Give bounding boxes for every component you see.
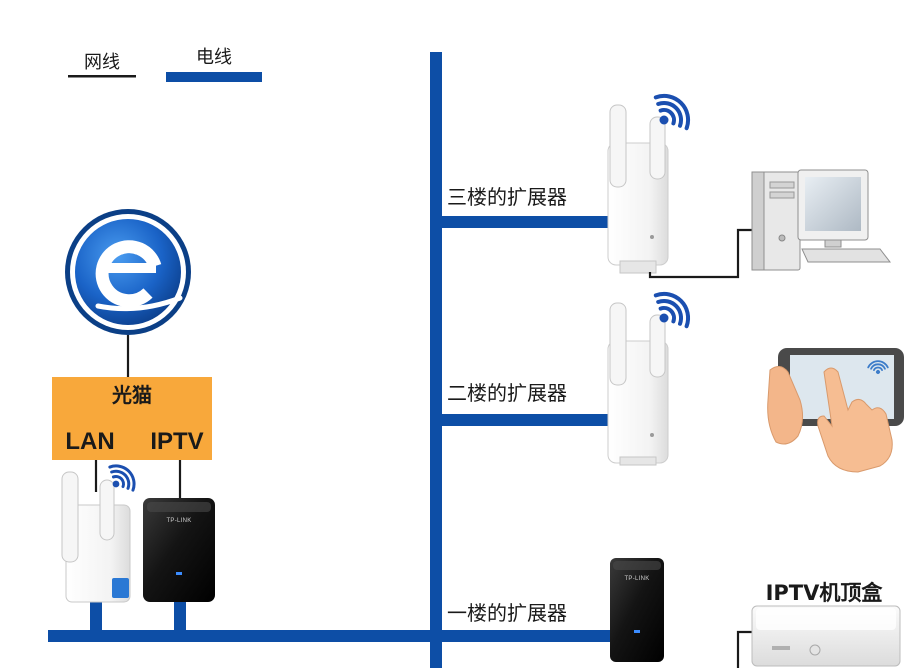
powerline-adapter-body: [143, 498, 215, 602]
extender-antenna-right: [649, 314, 666, 378]
computer-keyboard: [801, 248, 892, 263]
tablet-icon: [767, 348, 904, 473]
computer-power-button: [778, 234, 786, 242]
legend-power-line-bar: [166, 72, 262, 82]
set-top-box-logo: [772, 646, 790, 650]
set-top-box-top: [756, 608, 896, 630]
third-floor-to-computer-cable: [648, 228, 753, 279]
computer-drive-bay: [769, 181, 795, 189]
wifi-icon-arc-small: [111, 475, 125, 489]
extender-indicator: [650, 433, 654, 437]
main-extender-antenna-left: [61, 471, 79, 563]
internet-icon-letter-arc: [95, 240, 162, 308]
wifi-icon-arc-medium: [110, 469, 131, 490]
legend-network-cable-label: 网线: [84, 52, 120, 73]
internet-icon-orbit: [95, 295, 183, 312]
power-line-branch-second-floor: [436, 414, 610, 426]
second-floor-extender-icon: [607, 302, 669, 466]
power-lines: [48, 52, 614, 668]
optical-modem-title: 光猫: [111, 383, 152, 407]
optical-modem-box: [52, 377, 212, 460]
extender-plug: [619, 260, 657, 274]
wifi-icon-dot: [112, 480, 120, 488]
power-line-drop-extender: [90, 600, 102, 636]
wifi-icon-arc-large: [867, 360, 889, 369]
third-floor-extender-icon: [607, 104, 669, 274]
extender-antenna-left: [609, 104, 627, 188]
desktop-computer-icon: [751, 169, 892, 271]
powerline-adapter-brand: TP-LINK: [166, 518, 191, 524]
third-floor-extender-label: 三楼的扩展器: [447, 185, 567, 209]
first-floor-adapter-icon: TP-LINK: [610, 558, 664, 662]
wifi-icon-arc-medium: [870, 363, 886, 370]
legend-power-line-label: 电线: [196, 47, 232, 68]
wifi-icon-arc-large: [653, 93, 691, 131]
modem-iptv-port-label: IPTV: [150, 428, 203, 455]
set-top-box-icon: [751, 605, 901, 667]
wifi-icon-arc-small: [873, 366, 883, 371]
computer-monitor-screen: [805, 177, 861, 231]
first-floor-extender-label: 一楼的扩展器: [447, 601, 567, 625]
powerline-adapter-icon: TP-LINK: [143, 498, 215, 602]
set-top-box-label: IPTV机顶盒: [766, 581, 884, 605]
powerline-adapter-highlight: [147, 502, 211, 512]
power-line-drop-adapter: [174, 600, 186, 636]
wifi-icon-arc-small: [658, 306, 676, 324]
wifi-icon: [108, 464, 136, 492]
wifi-icon: [867, 360, 889, 375]
main-extender-antenna-right: [99, 479, 115, 541]
wifi-icon-dot: [875, 369, 881, 375]
internet-icon: [65, 209, 191, 335]
first-floor-adapter-led: [634, 630, 640, 633]
right-hand: [817, 367, 893, 473]
wifi-icon: [653, 291, 691, 329]
first-floor-to-stb-cable: [736, 630, 753, 668]
power-line-ground-floor: [48, 630, 614, 642]
power-line-trunk: [430, 52, 442, 668]
powerline-adapter-led: [176, 572, 182, 575]
second-floor-extender-label: 二楼的扩展器: [447, 381, 567, 405]
legend: 网线 电线: [68, 47, 262, 82]
wifi-icon-dot: [659, 313, 669, 323]
wifi-icon-arc-small: [658, 108, 676, 126]
main-extender-icon: [61, 471, 131, 603]
computer-drive-bay-2: [769, 191, 795, 199]
wifi-icon: [653, 93, 691, 131]
extender-plug: [619, 456, 657, 466]
wifi-icon-arc-medium: [656, 298, 684, 326]
extender-antenna-left: [609, 302, 627, 386]
first-floor-adapter-highlight: [613, 561, 661, 570]
wifi-icon-dot: [659, 115, 669, 125]
extender-antenna-right: [649, 116, 666, 180]
set-top-box-button: [809, 644, 821, 656]
optical-modem: 光猫 LAN IPTV: [52, 377, 212, 460]
legend-network-cable-line: [68, 75, 136, 78]
main-extender-accent: [112, 578, 129, 598]
extender-indicator: [650, 235, 654, 239]
wifi-icon-arc-large: [108, 464, 136, 492]
left-hand: [767, 366, 804, 445]
computer-tower-side: [751, 171, 765, 271]
wifi-icon-arc-medium: [656, 100, 684, 128]
modem-lan-port-label: LAN: [65, 428, 114, 455]
wifi-icon-arc-large: [653, 291, 691, 329]
power-line-branch-third-floor: [436, 216, 610, 228]
computer-monitor-stand: [824, 239, 842, 248]
first-floor-adapter-brand: TP-LINK: [624, 576, 649, 582]
first-floor-adapter-body: [610, 558, 664, 662]
